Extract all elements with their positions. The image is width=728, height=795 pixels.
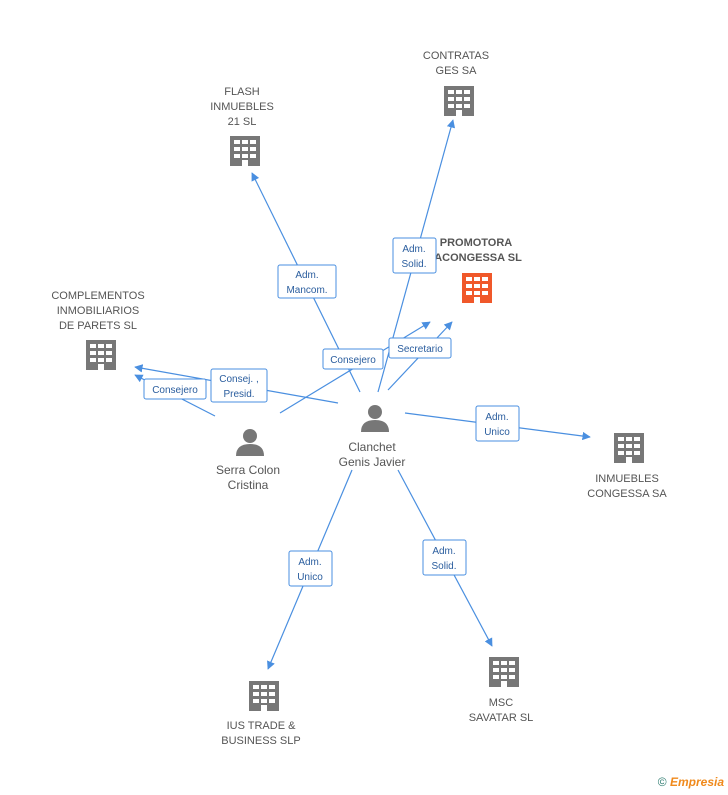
brand-logo[interactable]: Empresia <box>669 775 724 789</box>
node-inmuebles-label-2: CONGESSA SA <box>587 488 667 500</box>
rel-adm-unico-right-line-1: Adm. <box>485 412 508 423</box>
node-msc-label-2: SAVATAR SL <box>469 712 534 724</box>
rel-adm-mancom[interactable]: Adm. Mancom. <box>277 264 337 299</box>
node-complementos-label-1: COMPLEMENTOS <box>51 290 144 302</box>
node-contratas-label-2: GES SA <box>436 65 478 77</box>
node-ius-label-1: IUS TRADE & <box>227 720 297 732</box>
node-clanchet-label-2: Genis Javier <box>339 455 406 469</box>
rel-adm-solid-bottom-line-1: Adm. <box>432 546 455 557</box>
node-serra[interactable] <box>236 429 264 456</box>
rel-adm-solid-bottom-line-2: Solid. <box>431 561 456 572</box>
rel-adm-unico-right[interactable]: Adm. Unico <box>475 405 520 442</box>
rel-adm-unico-bottom-line-1: Adm. <box>298 557 321 568</box>
node-flash-label-3: 21 SL <box>228 116 257 128</box>
node-flash-label-1: FLASH <box>224 86 260 98</box>
node-clanchet-label-1: Clanchet <box>348 440 396 454</box>
building-icon <box>614 433 644 463</box>
rel-consejero-left[interactable]: Consejero <box>143 378 207 400</box>
node-msc[interactable] <box>489 657 519 687</box>
rel-adm-solid-bottom[interactable]: Adm. Solid. <box>422 539 467 576</box>
rel-adm-mancom-line-1: Adm. <box>295 270 318 281</box>
node-serra-label-2: Cristina <box>228 478 269 492</box>
node-clanchet[interactable] <box>361 405 389 432</box>
rel-consejero-top[interactable]: Consejero <box>322 348 384 370</box>
rel-consej-presid[interactable]: Consej. , Presid. <box>210 368 268 403</box>
rel-adm-solid-top-line-2: Solid. <box>401 259 426 270</box>
building-icon <box>444 86 474 116</box>
node-contratas-label-1: CONTRATAS <box>423 50 489 62</box>
node-complementos-label-2: INMOBILIARIOS <box>57 305 140 317</box>
person-icon <box>236 429 264 456</box>
building-icon <box>462 273 492 303</box>
node-ius[interactable] <box>249 681 279 711</box>
node-complementos-label-3: DE PARETS SL <box>59 320 137 332</box>
node-serra-label-1: Serra Colon <box>216 463 280 477</box>
building-icon <box>249 681 279 711</box>
node-flash[interactable] <box>230 136 260 166</box>
copyright-icon: © <box>657 775 667 789</box>
node-inmuebles[interactable] <box>614 433 644 463</box>
node-promotora[interactable] <box>462 273 492 303</box>
node-contratas[interactable] <box>444 86 474 116</box>
rel-consejero-top-line-1: Consejero <box>330 355 376 366</box>
rel-secretario-line-1: Secretario <box>397 344 443 355</box>
rel-adm-unico-bottom[interactable]: Adm. Unico <box>288 550 333 587</box>
rel-consejero-left-line-1: Consejero <box>152 385 198 396</box>
node-msc-label-1: MSC <box>489 697 514 709</box>
person-icon <box>361 405 389 432</box>
node-complementos[interactable] <box>86 340 116 370</box>
node-promotora-label-1: PROMOTORA <box>440 237 513 249</box>
node-promotora-label-2: ACONGESSA SL <box>434 252 522 264</box>
node-ius-label-2: BUSINESS SLP <box>221 735 300 747</box>
rel-adm-mancom-line-2: Mancom. <box>286 285 327 296</box>
building-icon <box>489 657 519 687</box>
rel-adm-solid-top-line-1: Adm. <box>402 244 425 255</box>
rel-adm-unico-right-line-2: Unico <box>484 427 510 438</box>
node-inmuebles-label-1: INMUEBLES <box>595 473 659 485</box>
node-flash-label-2: INMUEBLES <box>210 101 274 113</box>
footer-credit: © Empresia <box>658 775 724 789</box>
rel-consej-presid-line-2: Presid. <box>223 389 254 400</box>
building-icon <box>230 136 260 166</box>
rel-adm-unico-bottom-line-2: Unico <box>297 572 323 583</box>
rel-adm-solid-top[interactable]: Adm. Solid. <box>392 237 437 274</box>
rel-secretario[interactable]: Secretario <box>388 337 452 359</box>
rel-consej-presid-line-1: Consej. , <box>219 374 258 385</box>
building-icon <box>86 340 116 370</box>
